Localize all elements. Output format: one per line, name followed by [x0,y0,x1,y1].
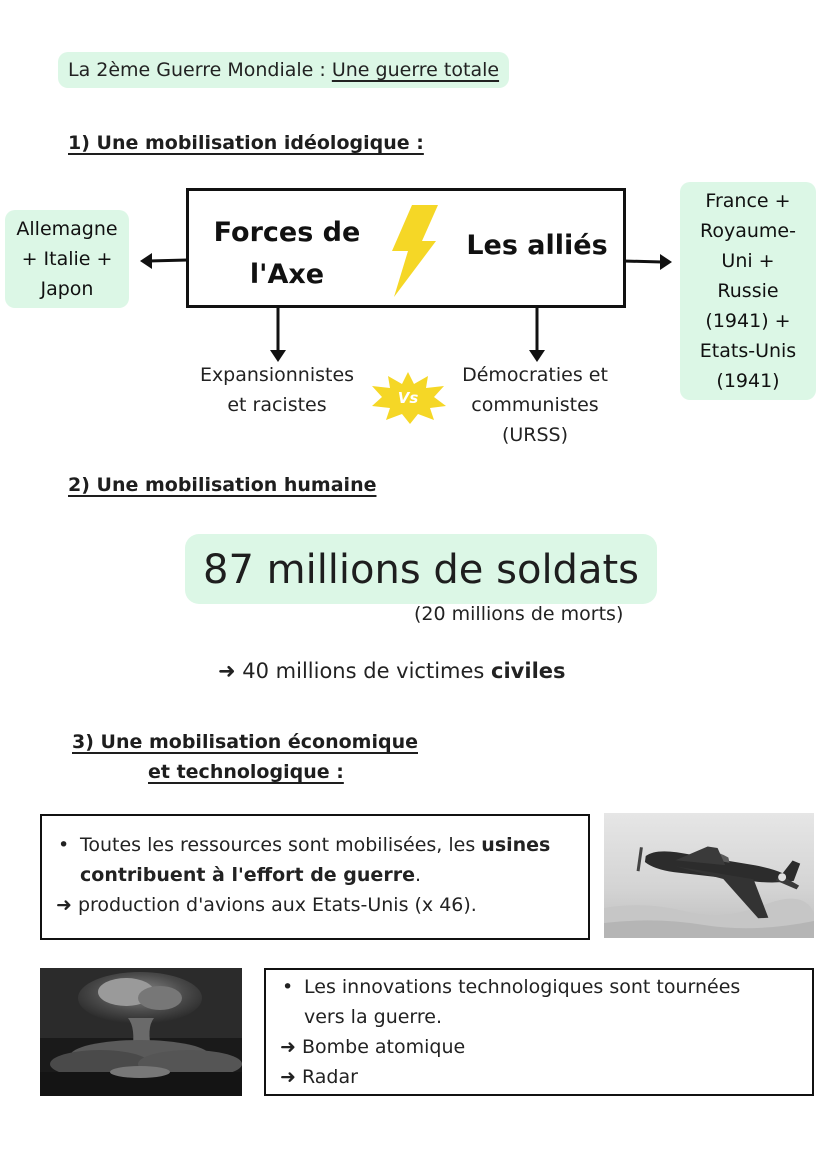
economy-bullet-end: . [414,864,421,886]
alliances-box [186,188,626,308]
allies-member: Uni + Russie [717,250,779,302]
economy-bullet-strong: usines [481,834,551,856]
technology-bullet: Les innovations technologiques sont tour… [280,972,798,1002]
soldiers-count: 87 millions de soldats [185,534,657,604]
axis-label-line2: l'Axe [249,259,325,290]
section2-heading: 2) Une mobilisation humaine [68,474,377,496]
allies-label: Les alliés [466,230,608,261]
allies-trait: (URSS) [501,424,569,446]
economy-arrow-line: ➜ production d'avions aux Etats-Unis (x … [56,894,477,916]
technology-arrow-radar: ➜ Radar [280,1066,358,1088]
allies-trait: Démocraties et [462,364,608,386]
versus-burst-icon: Vs [372,372,446,424]
allies-member: (1941) + [705,310,791,332]
lightning-bolt-icon [392,205,438,297]
axis-traits: Expansionnistes et racistes [182,360,372,420]
section3-heading-line1: 3) Une mobilisation économique [72,731,418,753]
arrow-left-icon [140,253,189,269]
civilians-emphasis: civiles [491,659,566,683]
deaths-count: (20 millions de morts) [414,603,624,625]
civilian-victims: ➜ 40 millions de victimes civiles [218,659,566,683]
economy-bullet: Toutes les ressources sont mobilisées, l… [56,830,574,890]
title-emphasis: Une guerre totale [331,59,500,81]
axis-trait: Expansionnistes [199,364,355,386]
arrow-down-axis-icon [270,308,286,362]
section1-heading: 1) Une mobilisation idéologique : [68,132,424,154]
economy-bullet-strong2: contribuent à l'effort de guerre [80,864,415,886]
allies-member: Etats-Unis [699,340,797,362]
axis-members: Allemagne + Italie + Japon [5,210,129,308]
page-title: La 2ème Guerre Mondiale : Une guerre tot… [58,52,510,88]
axis-member: Japon [40,278,94,300]
allies-member: (1941) [716,370,780,392]
axis-label-line1: Forces de [213,217,361,248]
technology-bullet-cont: vers la guerre. [304,1006,443,1028]
civilians-prefix: ➜ 40 millions de victimes [218,659,492,683]
versus-label: Vs [398,389,419,407]
allies-member: Royaume- [700,220,796,242]
fighter-plane-photo [604,813,814,938]
allies-members: France + Royaume- Uni + Russie (1941) + … [680,182,816,400]
economy-bullet-text: Toutes les ressources sont mobilisées, l… [80,834,482,856]
axis-label: Forces de l'Axe [212,212,362,296]
economy-box: Toutes les ressources sont mobilisées, l… [40,814,590,940]
allies-trait: communistes [471,394,599,416]
allies-member: France + [705,190,791,212]
arrow-down-allies-icon [529,308,545,362]
arrow-right-icon [624,254,672,270]
allies-traits: Démocraties et communistes (URSS) [440,360,630,450]
axis-member: Allemagne [16,218,118,240]
axis-member: + Italie + [21,248,113,270]
axis-trait: et racistes [227,394,327,416]
atomic-bomb-photo [40,968,242,1096]
section3-heading-line2: et technologique : [148,761,344,783]
title-prefix: La 2ème Guerre Mondiale : [68,59,332,81]
technology-arrow-bomb: ➜ Bombe atomique [280,1036,466,1058]
technology-box: Les innovations technologiques sont tour… [264,968,814,1096]
